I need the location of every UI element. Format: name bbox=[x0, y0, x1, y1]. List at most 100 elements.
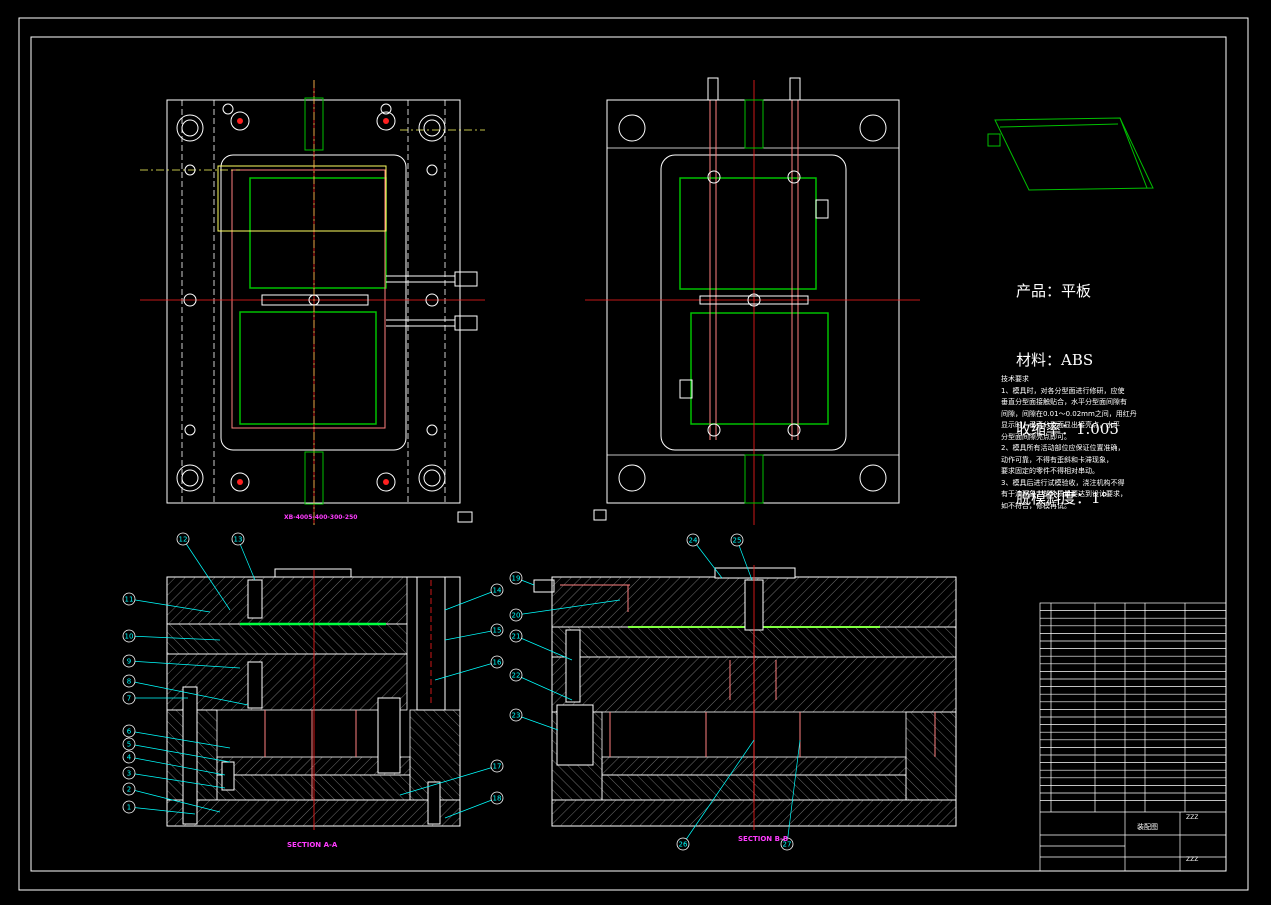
leader-line bbox=[515, 635, 573, 661]
leader-line bbox=[237, 538, 256, 581]
plan-view-left bbox=[140, 80, 485, 525]
balloon bbox=[122, 782, 136, 796]
balloon bbox=[231, 532, 245, 546]
balloon-number: 2 bbox=[127, 786, 131, 794]
leader-line bbox=[128, 680, 249, 706]
section-aa-label: SECTION A-A bbox=[287, 841, 338, 849]
balloon bbox=[490, 655, 504, 669]
leader-line bbox=[736, 539, 753, 581]
tech-line: 有于涉现象，塑件质量要达到设计要求， bbox=[1001, 490, 1127, 498]
balloon bbox=[509, 608, 523, 622]
plan-note-label: XB-4005-400-300-250 bbox=[284, 514, 358, 521]
balloon-number: 15 bbox=[493, 627, 502, 635]
balloon bbox=[686, 533, 700, 547]
balloon bbox=[780, 837, 794, 851]
tech-line: 要求固定的零件不得相对串动。 bbox=[1001, 467, 1099, 475]
tech-line: 间隙，间隙在0.01～0.02mm之间，用红丹 bbox=[1001, 409, 1137, 418]
balloon-number: 5 bbox=[127, 741, 131, 749]
balloon-number: 12 bbox=[179, 536, 188, 544]
balloon-number: 11 bbox=[125, 596, 134, 604]
balloon-number: 3 bbox=[127, 770, 131, 778]
balloon bbox=[490, 583, 504, 597]
leader-line bbox=[682, 739, 755, 845]
balloon-number: 14 bbox=[493, 587, 502, 595]
leader-line bbox=[128, 660, 241, 669]
tech-line: 如不符合，修模再试。 bbox=[1001, 501, 1071, 510]
spec-material: 材料：ABS bbox=[1016, 351, 1094, 369]
tech-requirements: 技术要求 1、模具时，对各分型面进行修研，应使 垂直分型面接触贴合，水平分型面间… bbox=[1001, 374, 1161, 512]
balloon bbox=[122, 724, 136, 738]
balloon-number: 16 bbox=[493, 659, 502, 667]
spec-draft: 脱模斜度：1° bbox=[1016, 489, 1109, 507]
balloon bbox=[509, 629, 523, 643]
leader-line bbox=[515, 599, 621, 616]
leader-line bbox=[444, 629, 498, 641]
tech-line: 分型面间隙亮点即可。 bbox=[1001, 432, 1071, 441]
balloon bbox=[122, 800, 136, 814]
balloon bbox=[122, 592, 136, 606]
leader-line bbox=[182, 538, 231, 611]
balloon-number: 25 bbox=[733, 537, 742, 545]
leader-line bbox=[434, 661, 498, 681]
balloon bbox=[122, 691, 136, 705]
inner-border bbox=[30, 36, 1227, 872]
leader-line bbox=[128, 756, 226, 776]
balloon bbox=[490, 623, 504, 637]
balloon-number: 1 bbox=[127, 804, 131, 812]
balloon bbox=[676, 837, 690, 851]
balloon-number: 6 bbox=[127, 728, 132, 736]
leader-line bbox=[128, 635, 221, 641]
leader-line bbox=[128, 730, 231, 749]
balloon-number: 23 bbox=[512, 712, 521, 720]
balloon bbox=[122, 737, 136, 751]
parts-list bbox=[1039, 602, 1227, 872]
tech-heading: 技术要求 bbox=[1001, 375, 1029, 383]
balloon-number: 26 bbox=[679, 841, 688, 849]
spec-shrinkage: 收缩率：1.005 bbox=[1016, 420, 1119, 438]
tech-line: 垂直分型面接触贴合，水平分型面间隙有 bbox=[1001, 398, 1127, 406]
balloon bbox=[730, 533, 744, 547]
spec-product: 产品：平板 bbox=[1016, 282, 1092, 300]
drawing-name: 装配图 bbox=[1137, 823, 1158, 831]
drawing-code-top: ZZZ bbox=[1186, 814, 1199, 821]
balloon-number: 13 bbox=[234, 536, 243, 544]
tech-line: 1、模具时，对各分型面进行修研，应使 bbox=[1001, 386, 1125, 395]
tech-line: 动作可靠，不得有歪斜和卡滞现象， bbox=[1001, 455, 1113, 464]
balloon bbox=[509, 571, 523, 585]
leader-line bbox=[128, 743, 231, 763]
drawing-code-bottom: ZZZ bbox=[1186, 856, 1199, 863]
balloon-number: 22 bbox=[512, 672, 521, 680]
tech-line: 显示时，垂直分型面显出接亮点，水平 bbox=[1001, 421, 1120, 429]
balloon bbox=[122, 674, 136, 688]
leader-line bbox=[515, 714, 559, 731]
tech-line: 2、模具所有活动部位应保证位置准确， bbox=[1001, 444, 1125, 452]
leader-line bbox=[515, 674, 573, 701]
leader-line bbox=[444, 589, 498, 611]
balloon-number: 10 bbox=[125, 633, 134, 641]
balloon-number: 24 bbox=[689, 537, 698, 545]
balloon bbox=[509, 668, 523, 682]
balloon bbox=[509, 708, 523, 722]
outer-border bbox=[18, 17, 1249, 891]
plan-view-right bbox=[585, 77, 920, 525]
balloon bbox=[490, 791, 504, 805]
balloon bbox=[122, 629, 136, 643]
leader-line bbox=[786, 739, 801, 845]
section-bb-label: SECTION B-B bbox=[738, 835, 789, 843]
product-isometric bbox=[987, 117, 1154, 191]
balloon-number: 21 bbox=[512, 633, 521, 641]
balloon bbox=[122, 766, 136, 780]
balloon-number: 9 bbox=[127, 658, 131, 666]
balloon-number: 8 bbox=[127, 678, 131, 686]
leader-line bbox=[128, 598, 211, 613]
section-bb bbox=[533, 565, 957, 830]
balloon bbox=[122, 750, 136, 764]
balloon-number: 27 bbox=[783, 841, 792, 849]
tech-line: 3、模具后进行试模验收，浇注机构不得 bbox=[1001, 478, 1125, 487]
leader-line bbox=[399, 765, 498, 796]
balloon bbox=[122, 654, 136, 668]
leader-line bbox=[128, 772, 226, 789]
